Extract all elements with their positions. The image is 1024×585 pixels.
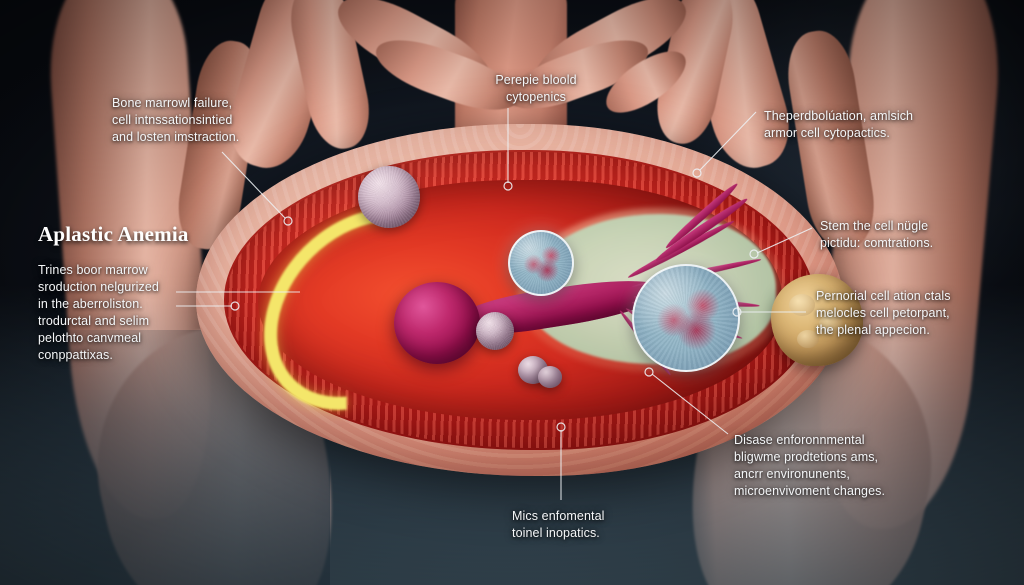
title-body-text: Trines boor marrow sroduction nelgurized… — [38, 263, 159, 362]
cell-granularity — [510, 232, 572, 294]
blood-cell-upper-left — [358, 166, 420, 228]
page-title: Aplastic Anemia — [38, 222, 189, 246]
annotation-hyperproliferation-cytopathics: Theperdbolúation, amlsich armor cell cyt… — [764, 109, 914, 140]
annotation-micro-environmental-factors: Mics enfomental toinel inopatics. — [512, 509, 605, 540]
nodule-bump-1 — [789, 294, 815, 316]
annotation-peripheral-cell-alteration: Pernorial cell ation ctals melocles cell… — [816, 289, 951, 337]
blood-cell-cavity-upper — [508, 230, 574, 296]
cell-granularity — [358, 166, 420, 228]
cell-granularity — [476, 312, 514, 350]
annotation-disease-environmental-changes: Disase enforonnmental bligwme prodtetion… — [734, 433, 886, 498]
annotation-peripheral-blood-cytopenias: Perepie bloold cytopenics — [495, 73, 577, 104]
magnified-blood-cell — [632, 264, 740, 372]
bone-marrow-cross-section — [196, 124, 863, 476]
blood-cell-cavity-lower-2 — [538, 366, 562, 388]
cell-granularity — [634, 266, 738, 370]
annotation-stem-cell-concentrations: Stem the cell nügle pictidu: comtrations… — [820, 219, 934, 250]
vascular-bulb — [394, 282, 480, 364]
annotation-bone-marrow-failure: Bone marrowl failure, cell intnssationsi… — [112, 96, 240, 144]
blood-cell-cavity-small — [476, 312, 514, 350]
